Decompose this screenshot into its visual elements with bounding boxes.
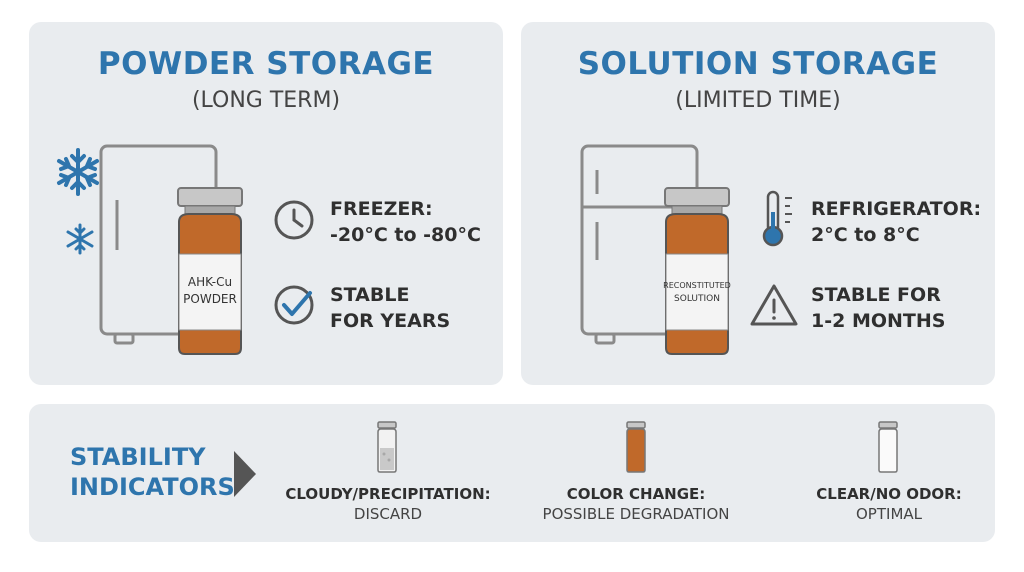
powder-subtitle: (LONG TERM)	[191, 88, 341, 113]
refrigerator-label: REFRIGERATOR:	[811, 198, 982, 220]
powder-vial-label-1: AHK-Cu	[188, 275, 232, 289]
stable-years-item: STABLE FOR YEARS	[330, 282, 450, 334]
clock-icon	[274, 200, 314, 240]
warning-icon	[750, 284, 798, 326]
stability-indicators-panel: STABILITY INDICATORS CLOUDY/PRECIPITATIO…	[29, 404, 995, 542]
indicator-cloudy: CLOUDY/PRECIPITATION: DISCARD	[278, 484, 498, 524]
indicators-title: STABILITY INDICATORS	[70, 442, 235, 502]
powder-vial-label-2: POWDER	[183, 292, 237, 306]
clear-vial-icon	[878, 421, 898, 473]
powder-vial: AHK-Cu POWDER	[177, 187, 243, 355]
freezer-temp: -20°C to -80°C	[330, 224, 481, 246]
freezer-item: FREEZER: -20°C to -80°C	[330, 196, 481, 248]
indicator-clear-desc: OPTIMAL	[856, 505, 922, 523]
indicators-illustration	[234, 421, 898, 497]
stable-label: STABLE	[330, 284, 410, 306]
indicator-color-desc: POSSIBLE DEGRADATION	[542, 505, 730, 523]
refrigerator-illustration: RECONSTITUTED SOLUTION	[580, 144, 798, 355]
cloudy-vial-icon	[377, 421, 397, 473]
stable-duration: FOR YEARS	[330, 310, 451, 332]
refrigerator-temp: 2°C to 8°C	[811, 224, 920, 246]
stable-for-label: STABLE FOR	[811, 284, 941, 306]
indicators-title-line1: STABILITY	[70, 443, 206, 471]
snowflake-icon	[57, 148, 99, 196]
refrigerator-item: REFRIGERATOR: 2°C to 8°C	[811, 196, 981, 248]
solution-subtitle: (LIMITED TIME)	[675, 88, 841, 113]
solution-title: SOLUTION STORAGE	[577, 46, 939, 82]
freezer-label: FREEZER:	[330, 198, 433, 220]
freezer-illustration: AHK-Cu POWDER	[57, 144, 314, 355]
arrow-right-icon	[234, 451, 256, 497]
indicator-cloudy-desc: DISCARD	[353, 505, 423, 523]
checkmark-icon	[274, 285, 314, 325]
powder-title: POWDER STORAGE	[97, 46, 435, 82]
stable-months: 1-2 MONTHS	[811, 310, 946, 332]
indicator-clear: CLEAR/NO ODOR: OPTIMAL	[789, 484, 989, 524]
indicator-clear-label: CLEAR/NO ODOR:	[816, 485, 962, 503]
indicators-title-line2: INDICATORS	[70, 473, 235, 501]
indicator-color-label: COLOR CHANGE:	[566, 485, 706, 503]
solution-vial: RECONSTITUTED SOLUTION	[663, 187, 731, 355]
solution-vial-label-2: SOLUTION	[674, 294, 720, 304]
snowflake-small-icon	[66, 223, 94, 255]
solution-vial-label-1: RECONSTITUTED	[663, 281, 731, 290]
powder-storage-panel: POWDER STORAGE (LONG TERM)	[29, 22, 503, 385]
stable-months-item: STABLE FOR 1-2 MONTHS	[811, 282, 945, 334]
amber-vial-icon	[626, 421, 646, 473]
indicator-color-change: COLOR CHANGE: POSSIBLE DEGRADATION	[526, 484, 746, 524]
thermometer-icon	[762, 190, 792, 247]
solution-storage-panel: SOLUTION STORAGE (LIMITED TIME) RECONSTI…	[521, 22, 995, 385]
indicator-cloudy-label: CLOUDY/PRECIPITATION:	[285, 485, 491, 503]
